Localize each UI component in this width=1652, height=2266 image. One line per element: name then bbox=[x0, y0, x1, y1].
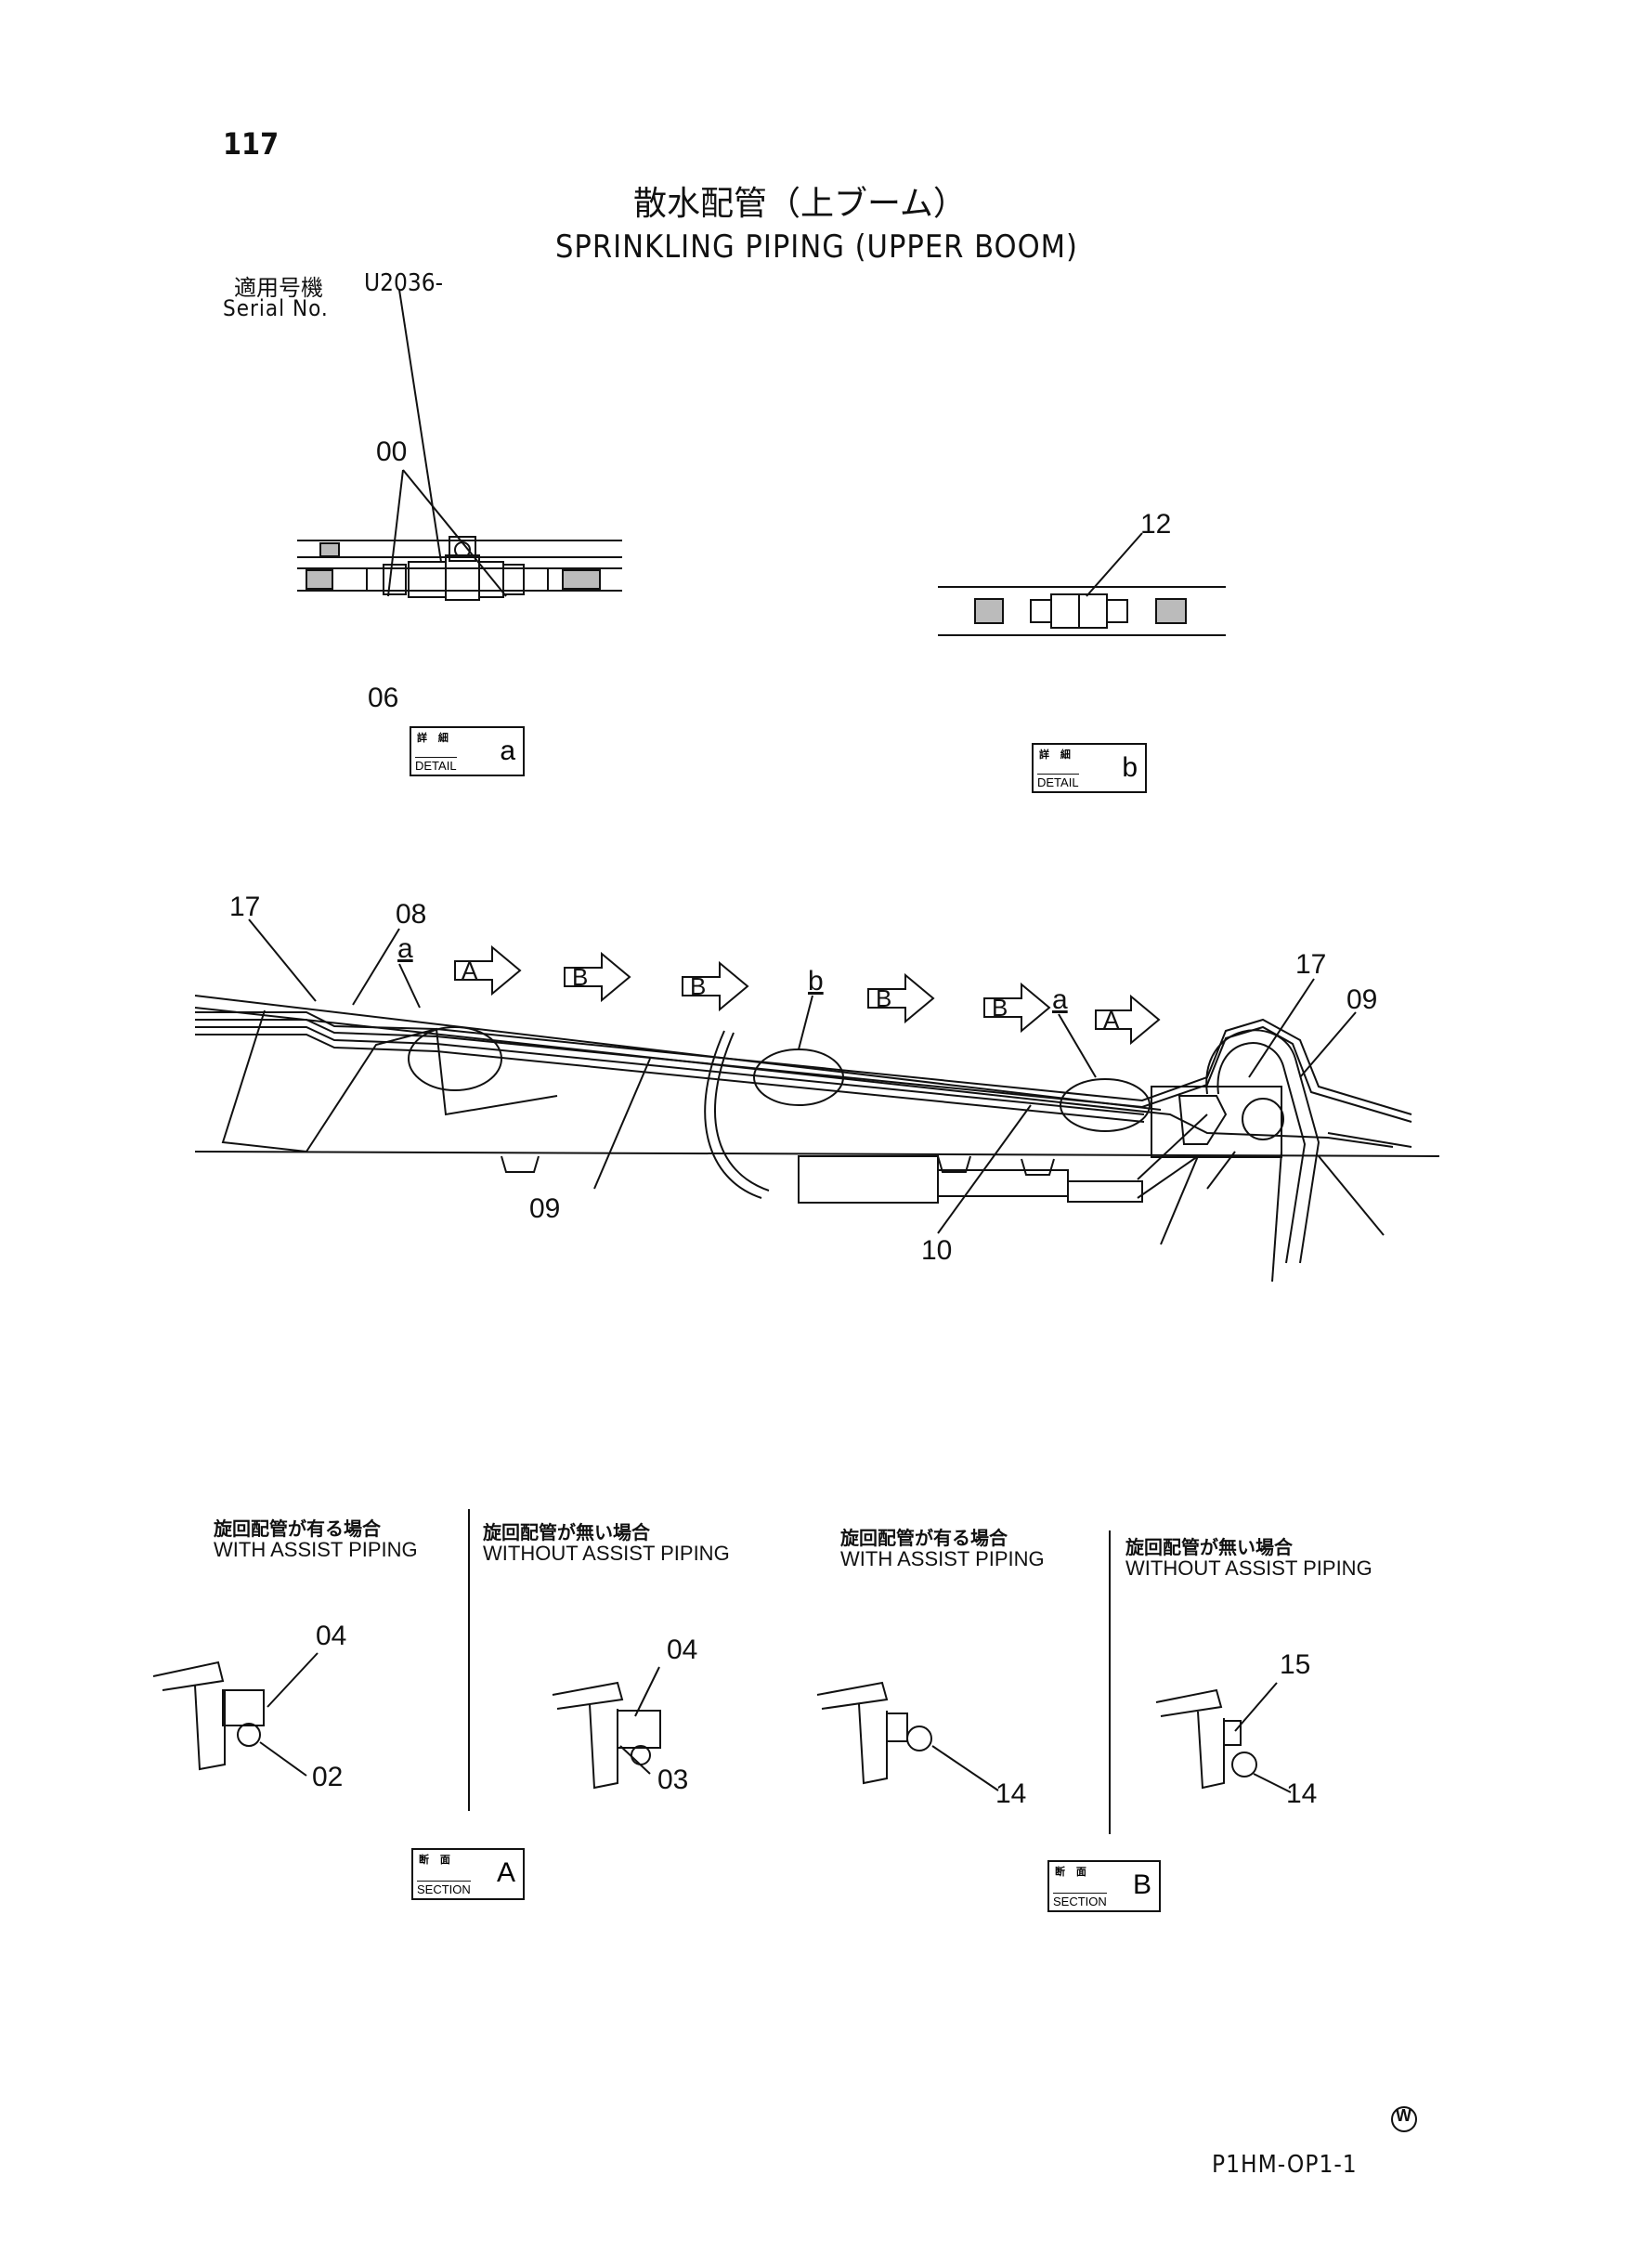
section-a-tag-jp: 断 面 bbox=[419, 1854, 454, 1866]
callout-17-left: 17 bbox=[229, 892, 261, 922]
section-arrow-label: B bbox=[876, 984, 892, 1012]
detail-b-tag-jp: 詳 細 bbox=[1039, 749, 1074, 761]
title-english: SPRINKLING PIPING (UPPER BOOM) bbox=[555, 228, 1078, 266]
title-japanese: 散水配管（上ブーム） bbox=[633, 185, 967, 223]
page-number: 117 bbox=[223, 126, 280, 162]
callout-03: 03 bbox=[657, 1765, 689, 1795]
section-b-tag: 断 面 SECTION B bbox=[1047, 1860, 1161, 1912]
detail-a-tag-letter: a bbox=[500, 736, 515, 766]
serial-label-jp: 適用号機 bbox=[234, 275, 323, 301]
section-arrow-label: B bbox=[992, 994, 1008, 1022]
callout-a-right: a bbox=[1052, 984, 1068, 1015]
callout-02: 02 bbox=[312, 1762, 344, 1792]
boom-main-drawing bbox=[194, 918, 1440, 1283]
section-a-left-jp: 旋回配管が有る場合 bbox=[214, 1517, 381, 1540]
section-drawings bbox=[152, 1509, 1292, 1834]
drawing-code: P1HM-OP1-1 bbox=[1212, 2151, 1358, 2179]
callout-09-right: 09 bbox=[1346, 984, 1378, 1015]
section-a-right-jp: 旋回配管が無い場合 bbox=[483, 1521, 650, 1543]
mark-circle bbox=[1391, 2106, 1417, 2132]
section-a-tag-letter: A bbox=[496, 1857, 515, 1888]
callout-04-a-left: 04 bbox=[316, 1621, 347, 1651]
section-b-tag-en: SECTION bbox=[1053, 1893, 1107, 1908]
detail-b-drawing bbox=[938, 532, 1226, 636]
callout-08: 08 bbox=[396, 899, 427, 930]
callout-09-bottom: 09 bbox=[529, 1193, 561, 1224]
section-b-left-jp: 旋回配管が有る場合 bbox=[840, 1527, 1008, 1549]
callout-17-right: 17 bbox=[1295, 949, 1327, 980]
detail-a-drawing bbox=[297, 289, 622, 601]
serial-value: U2036- bbox=[364, 269, 444, 297]
section-b-left-en: WITH ASSIST PIPING bbox=[840, 1547, 1045, 1570]
section-a-right-en: WITHOUT ASSIST PIPING bbox=[483, 1542, 730, 1565]
mark-letter: W bbox=[1396, 2106, 1411, 2125]
section-a-left-en: WITH ASSIST PIPING bbox=[214, 1538, 418, 1561]
section-b-tag-letter: B bbox=[1132, 1869, 1151, 1900]
section-arrow-label: B bbox=[690, 972, 707, 1000]
callout-14-b-left: 14 bbox=[995, 1778, 1027, 1809]
serial-label-en: Serial No. bbox=[223, 295, 329, 321]
section-arrow-label: A bbox=[462, 957, 478, 984]
section-b-tag-jp: 断 面 bbox=[1055, 1866, 1090, 1878]
callout-a-left: a bbox=[397, 933, 413, 964]
section-arrow-label: A bbox=[1103, 1006, 1120, 1034]
detail-b-tag-en: DETAIL bbox=[1037, 774, 1079, 789]
section-a-tag-en: SECTION bbox=[417, 1881, 471, 1896]
callout-06: 06 bbox=[368, 683, 399, 713]
callout-15: 15 bbox=[1280, 1649, 1311, 1680]
callout-14-b-right: 14 bbox=[1286, 1778, 1318, 1809]
detail-b-tag-letter: b bbox=[1122, 752, 1138, 783]
detail-a-tag-jp: 詳 細 bbox=[417, 732, 452, 744]
section-arrow-label: B bbox=[572, 963, 589, 991]
callout-04-a-right: 04 bbox=[667, 1634, 698, 1665]
callout-10: 10 bbox=[921, 1235, 953, 1266]
callout-b: b bbox=[808, 966, 824, 996]
section-b-right-jp: 旋回配管が無い場合 bbox=[1125, 1536, 1293, 1558]
section-a-tag: 断 面 SECTION A bbox=[411, 1848, 525, 1900]
callout-00: 00 bbox=[376, 436, 408, 467]
detail-a-tag: 詳 細 DETAIL a bbox=[410, 726, 525, 776]
detail-a-tag-en: DETAIL bbox=[415, 757, 457, 773]
detail-b-tag: 詳 細 DETAIL b bbox=[1032, 743, 1147, 793]
section-b-right-en: WITHOUT ASSIST PIPING bbox=[1125, 1556, 1372, 1580]
callout-12: 12 bbox=[1140, 509, 1172, 540]
